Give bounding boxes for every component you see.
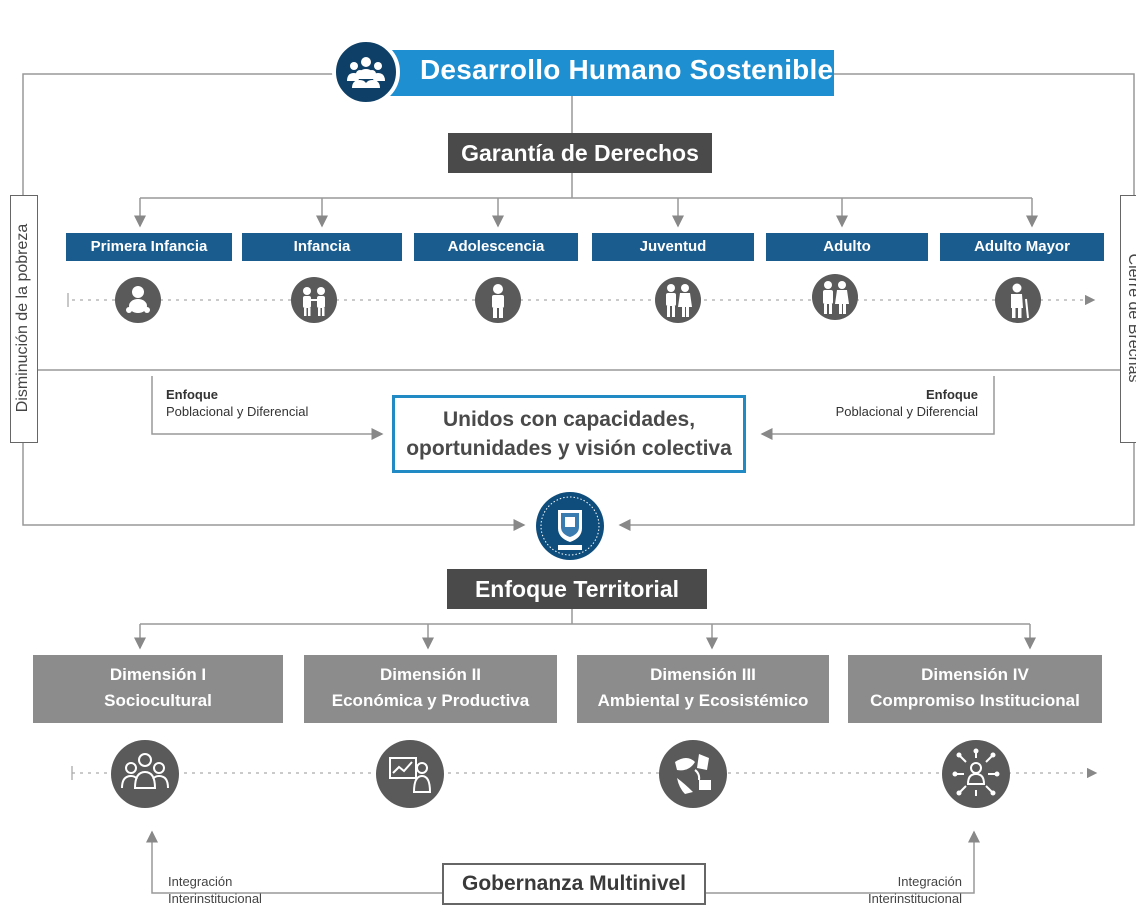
adolescent-icon <box>475 277 521 323</box>
dimension-1-subtitle: Sociocultural <box>104 691 212 710</box>
environment-icon <box>659 740 727 808</box>
adult-couple-icon <box>812 274 858 320</box>
dimension-3-subtitle: Ambiental y Ecosistémico <box>597 691 809 710</box>
unidos-line2: oportunidades y visión colectiva <box>406 437 732 460</box>
children-icon <box>291 277 337 323</box>
enfoque-left-text: Poblacional y Diferencial <box>166 404 309 419</box>
stage-adulto-mayor: Adulto Mayor <box>940 233 1104 261</box>
garantia-derechos-box: Garantía de Derechos <box>448 133 712 173</box>
integracion-left-line1: Integración <box>168 874 233 889</box>
dimension-1-title: Dimensión I <box>109 665 207 684</box>
dimension-4-box: Dimensión IV Compromiso Institucional <box>848 655 1102 723</box>
enfoque-label-left: Enfoque Poblacional y Diferencial <box>166 386 308 420</box>
integracion-right-line2: Interinstitucional <box>868 891 962 906</box>
side-box-left <box>10 195 38 443</box>
unidos-line1: Unidos con capacidades, <box>442 408 696 431</box>
economy-icon <box>376 740 444 808</box>
stage-primera-infancia: Primera Infancia <box>66 233 232 261</box>
integracion-label-right: Integración Interinstitucional <box>830 873 962 907</box>
enfoque-left-title: Enfoque <box>166 387 218 402</box>
dimension-2-subtitle: Económica y Productiva <box>331 691 530 710</box>
community-icon <box>111 740 179 808</box>
unidos-box: Unidos con capacidades, oportunidades y … <box>392 395 746 473</box>
integracion-label-left: Integración Interinstitucional <box>168 873 262 907</box>
integracion-left-line2: Interinstitucional <box>168 891 262 906</box>
page-title: Desarrollo Humano Sostenible <box>420 54 834 85</box>
dimension-2-box: Dimensión II Económica y Productiva <box>304 655 557 723</box>
integracion-right-line1: Integración <box>897 874 962 889</box>
enfoque-label-right: Enfoque Poblacional y Diferencial <box>812 386 978 420</box>
stage-adolescencia: Adolescencia <box>414 233 578 261</box>
baby-icon <box>115 277 161 323</box>
youth-couple-icon <box>655 277 701 323</box>
side-label-right: Cierre de Brechas <box>1125 253 1136 383</box>
title-banner <box>352 50 834 96</box>
enfoque-right-title: Enfoque <box>926 387 978 402</box>
stage-adulto: Adulto <box>766 233 928 261</box>
dimension-4-title: Dimensión IV <box>921 665 1029 684</box>
side-box-right <box>1120 195 1136 443</box>
dimension-1-box: Dimensión I Sociocultural <box>33 655 283 723</box>
dimension-4-subtitle: Compromiso Institucional <box>870 691 1080 710</box>
gobernanza-multinivel-box: Gobernanza Multinivel <box>442 863 706 905</box>
side-label-right-clip: Cierre de Brechas <box>1120 195 1136 441</box>
stage-juventud: Juventud <box>592 233 754 261</box>
elderly-icon <box>995 277 1041 323</box>
side-label-left: Disminución de la pobreza <box>14 223 31 413</box>
dimension-2-title: Dimensión II <box>379 665 482 684</box>
enfoque-territorial-box: Enfoque Territorial <box>447 569 707 609</box>
enfoque-right-text: Poblacional y Diferencial <box>835 404 978 419</box>
dimension-3-title: Dimensión III <box>650 665 756 684</box>
institutional-network-icon <box>942 740 1010 808</box>
people-group-icon <box>332 38 400 106</box>
dimension-3-box: Dimensión III Ambiental y Ecosistémico <box>577 655 829 723</box>
stage-infancia: Infancia <box>242 233 402 261</box>
municipal-seal-icon <box>536 492 604 560</box>
